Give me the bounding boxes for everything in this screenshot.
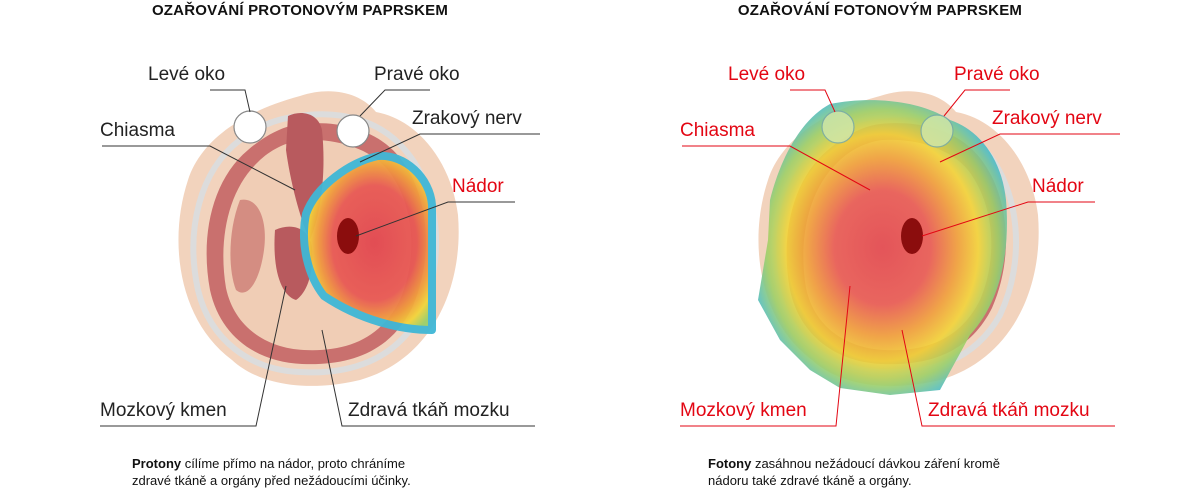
- label-chiasma: Chiasma: [680, 120, 755, 141]
- label-zdrava-tkan: Zdravá tkáň mozku: [928, 400, 1090, 421]
- label-zrakovy-nerv: Zrakový nerv: [992, 108, 1102, 129]
- label-mozkovy-kmen: Mozkový kmen: [100, 400, 227, 421]
- label-prave-oko: Pravé oko: [954, 64, 1040, 85]
- label-mozkovy-kmen: Mozkový kmen: [680, 400, 807, 421]
- label-zdrava-tkan: Zdravá tkáň mozku: [348, 400, 510, 421]
- tumor-icon: [901, 218, 923, 254]
- photon-caption: Fotony zasáhnou nežádoucí dávkou záření …: [708, 455, 1000, 489]
- label-chiasma: Chiasma: [100, 120, 175, 141]
- proton-head-diagram: Levé oko Pravé oko Chiasma Zrakový nerv …: [100, 64, 540, 427]
- proton-dose-region: [300, 151, 436, 334]
- photon-dose-field: [758, 100, 1007, 395]
- proton-title: OZAŘOVÁNÍ PROTONOVÝM PAPRSKEM: [151, 2, 449, 19]
- tumor-icon: [337, 218, 359, 254]
- proton-panel: OZAŘOVÁNÍ PROTONOVÝM PAPRSKEM: [60, 0, 620, 494]
- photon-head-diagram: Levé oko Pravé oko Chiasma Zrakový nerv …: [680, 64, 1120, 427]
- label-nador: Nádor: [1032, 176, 1084, 197]
- skull-ring: [190, 111, 440, 376]
- photon-caption-line2: nádoru také zdravé tkáně a orgány.: [708, 473, 912, 488]
- photon-caption-line1: zasáhnou nežádoucí dávkou záření kromě: [751, 456, 1000, 471]
- label-leve-oko: Levé oko: [728, 64, 805, 85]
- label-leve-oko: Levé oko: [148, 64, 225, 85]
- right-eye-icon: [920, 114, 954, 148]
- right-eye-icon: [336, 114, 370, 148]
- label-prave-oko: Pravé oko: [374, 64, 460, 85]
- photon-panel: OZAŘOVÁNÍ FOTONOVÝM PAPRSKEM: [640, 0, 1200, 494]
- temporal-lobe-left: [230, 199, 265, 293]
- proton-caption: Protony cílíme přímo na nádor, proto chr…: [132, 455, 411, 489]
- proton-caption-line1: cílíme přímo na nádor, proto chráníme: [181, 456, 406, 471]
- label-zrakovy-nerv: Zrakový nerv: [412, 108, 522, 129]
- left-eye-icon: [821, 110, 855, 144]
- photon-caption-bold: Fotony: [708, 456, 752, 471]
- label-nador: Nádor: [452, 176, 504, 197]
- proton-caption-line2: zdravé tkáně a orgány před nežádoucími ú…: [132, 473, 411, 488]
- photon-title: OZAŘOVÁNÍ FOTONOVÝM PAPRSKEM: [737, 2, 1023, 19]
- left-eye-icon: [233, 110, 267, 144]
- proton-caption-bold: Protony: [132, 456, 182, 471]
